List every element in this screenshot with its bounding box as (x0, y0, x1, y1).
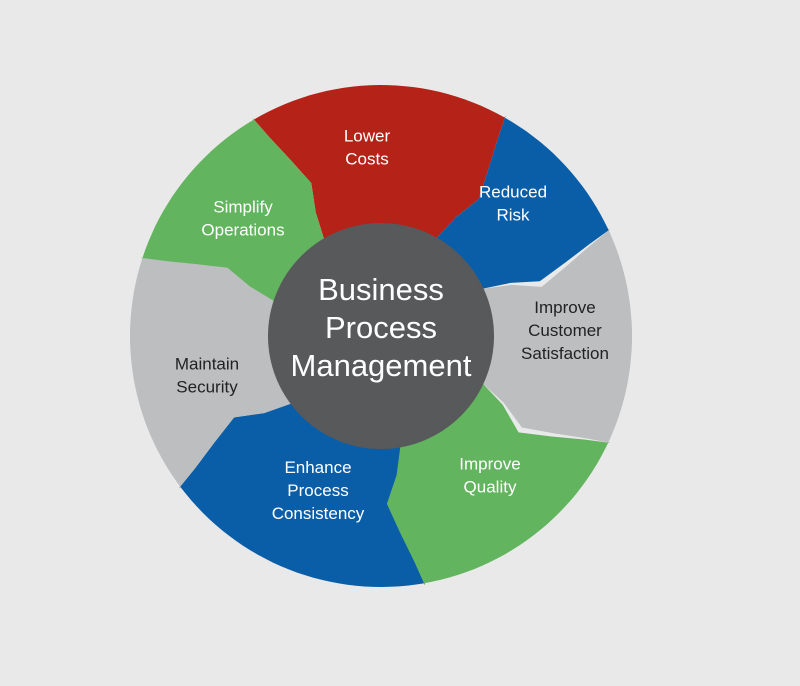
segment-maintain-security (130, 257, 294, 489)
center-title-line-1: Business (318, 272, 444, 307)
segment-lower-costs-label-line-2: Costs (345, 150, 388, 169)
segment-lower-costs (252, 85, 506, 242)
segment-reduced-risk-label-line-1: Reduced (479, 183, 547, 202)
center-title-line-2: Process (325, 310, 437, 345)
segment-reduced-risk-label-line-2: Risk (496, 206, 530, 225)
segment-improve-quality-label-line-2: Quality (464, 478, 517, 497)
center-circle (268, 223, 494, 449)
segment-maintain-security-label-line-2: Security (176, 378, 238, 397)
center-hub: Business Process Management (268, 223, 494, 449)
segment-simplify-operations-label-line-1: Simplify (213, 198, 273, 217)
segment-enhance-process-consistency (178, 402, 425, 587)
segment-simplify-operations (140, 118, 326, 302)
segment-improve-customer-satisfaction-label-line-1: Improve (534, 298, 595, 317)
labels-layer: LowerCostsReducedRiskImproveCustomerSati… (175, 127, 609, 524)
segment-lower-costs-label-line-1: Lower (344, 127, 391, 146)
segment-improve-customer-satisfaction (480, 229, 632, 443)
segment-maintain-security-label-line-1: Maintain (175, 355, 239, 374)
segment-enhance-process-consistency-label-line-1: Enhance (284, 458, 351, 477)
segment-improve-customer-satisfaction-label-line-2: Customer (528, 321, 602, 340)
segment-enhance-process-consistency-label-line-2: Process (287, 481, 348, 500)
center-title-line-3: Management (291, 348, 472, 383)
segment-improve-customer-satisfaction-label-line-3: Satisfaction (521, 344, 609, 363)
segment-reduced-risk (435, 115, 611, 290)
segment-enhance-process-consistency-label-line-3: Consistency (272, 504, 365, 523)
segment-simplify-operations-label-line-2: Operations (201, 221, 284, 240)
segment-improve-quality-label-line-1: Improve (459, 455, 520, 474)
